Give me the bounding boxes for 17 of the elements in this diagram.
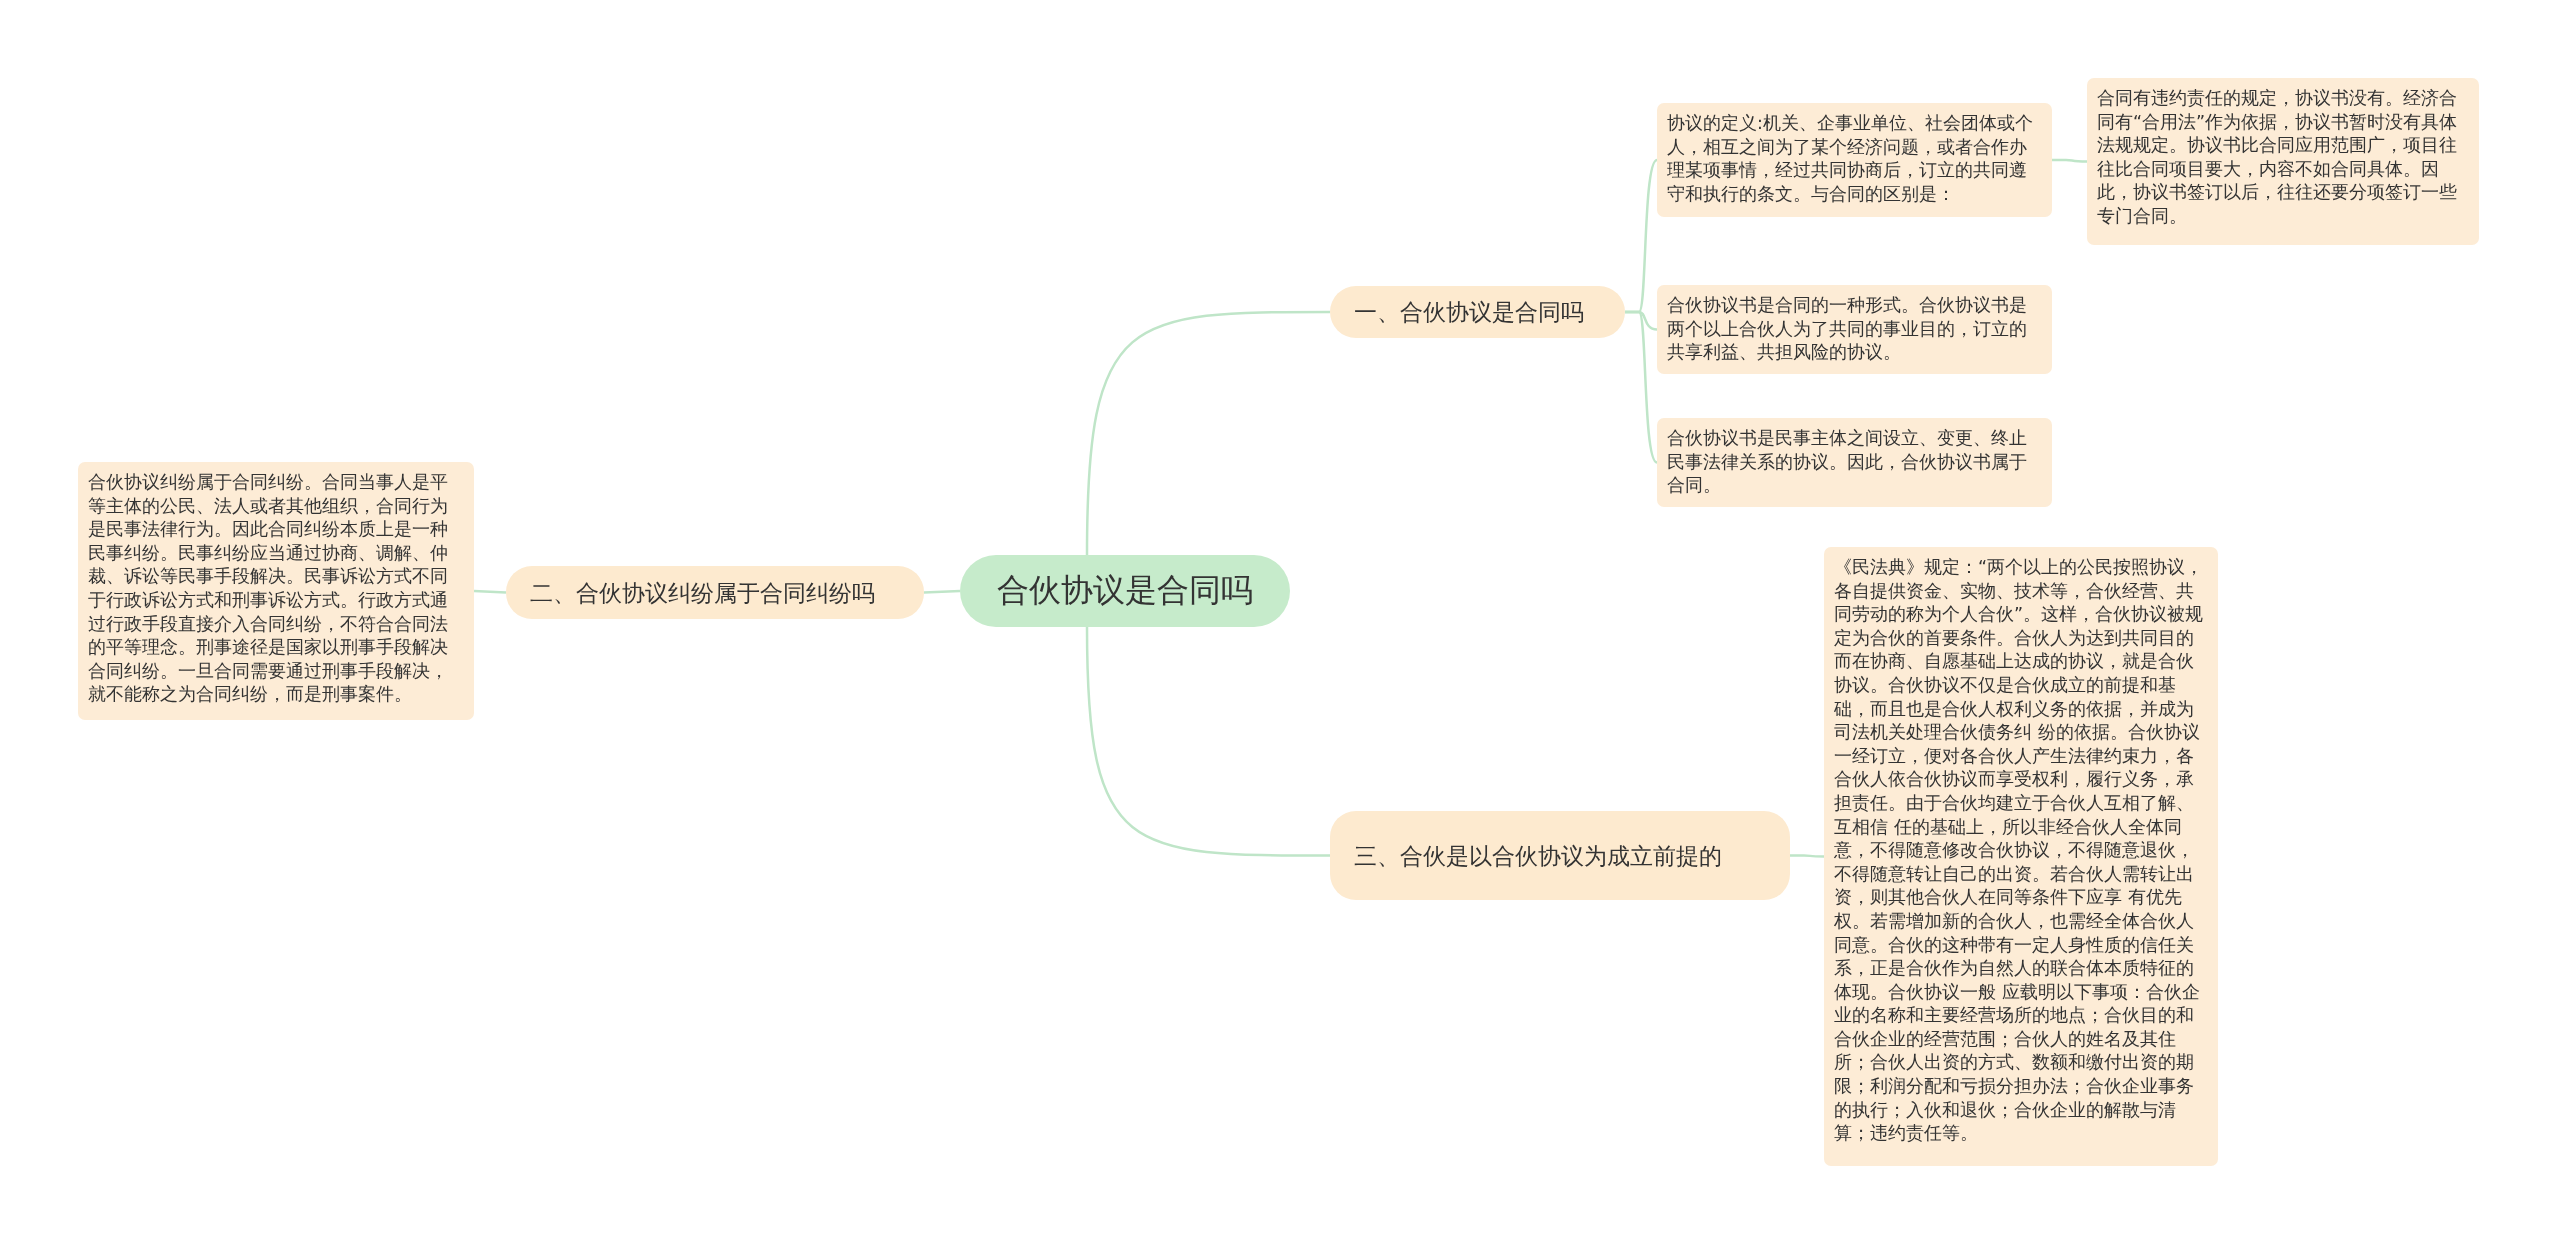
connector-line (473, 589, 507, 594)
text-card: 合伙协议纠纷属于合同纠纷。合同当事人是平等主体的公民、法人或者其他组织，合同行为是民事法律行为。因此合同纠纷本质上是一种民事纠纷。民事纠纷应当通过协商、调解、仲裁、诉讼等民事手段解决。民事诉讼方式不同于行政诉讼方式和刑事诉讼方式。行政方式通过行政手段直接介入合同纠纷，不符合合同法的平等理念。刑事途径是国家以刑事手段解决合同纠纷。一旦合同需要通过刑事手段解决，就不能称之为合同纠纷，而是刑事案件。 (78, 462, 474, 720)
connector-line (1085, 626, 1330, 857)
text-card: 协议的定义:机关、企事业单位、社会团体或个人，相互之间为了某个经济问题，或者合作办理某项事情，经过共同协商后，订立的共同遵守和执行的条文。与合同的区别是： (1657, 103, 2052, 217)
text-card: 《民法典》规定：“两个以上的公民按照协议，各自提供资金、实物、技术等，合伙经营、共同劳动的称为个人合伙”。这样，合伙协议被规定为合伙的首要条件。合伙人为达到共同目的而在协商、自愿基础上达成的协议，就是合伙协议。合伙协议不仅是合伙成立的前提和基础，而且也是合伙人权利义务的依据，并成为司法机关处理合伙债务纠 纷的依据。合伙协议一经订立，便对各合伙人产生法律约束力，各合伙人依合伙协议而享受权利，履行义务，承担责任。由于合伙均建立于合伙人互相了解、互相信 任的基础上，所以非经合伙人全体同意，不得随意修改合伙协议，不得随意退伙，不得随意转让自己的出资。若合伙人需转让出资，则其他合伙人在同等条件下应享 有优先权。若需增加新的合伙人，也需经全体合伙人同意。合伙的这种带有一定人身性质的信任关系，正是合伙作为自然人的联合体本质特征的体现。合伙协议一般 应载明以下事项：合伙企业的名称和主要经营场所的地点；合伙目的和合伙企业的经营范围；合伙人的姓名及其住所；合伙人出资的方式、数额和缴付出资的期限；利润分配和亏损分担办法；合伙企业事务的执行；入伙和退伙；合伙企业的解散与清算；违约责任等。 (1824, 547, 2218, 1166)
topic-box: 三、合伙是以合伙协议为成立前提的 (1330, 811, 1790, 900)
connector-line (2052, 158, 2087, 163)
text-card: 合同有违约责任的规定，协议书没有。经济合同有“合用法”作为依据，协议书暂时没有具体法规规定。协议书比合同应用范围广，项目往往比合同项目要大，内容不如合同具体。因此，协议书签订以后，往往还要分项签订一些专门合同。 (2087, 78, 2479, 245)
central-topic: 合伙协议是合同吗 (960, 555, 1290, 627)
topic-box: 一、合伙协议是合同吗 (1330, 286, 1625, 338)
text-card: 合伙协议书是合同的一种形式。合伙协议书是两个以上合伙人为了共同的事业目的，订立的共享利益、共担风险的协议。 (1657, 285, 2052, 374)
connector-line (1085, 310, 1330, 555)
text-card: 合伙协议书是民事主体之间设立、变更、终止民事法律关系的协议。因此，合伙协议书属于合同。 (1657, 418, 2052, 507)
topic-box: 二、合伙协议纠纷属于合同纠纷吗 (506, 566, 924, 619)
connector-line (923, 589, 961, 594)
connector-line (1790, 854, 1824, 858)
connector-line (1625, 310, 1658, 464)
